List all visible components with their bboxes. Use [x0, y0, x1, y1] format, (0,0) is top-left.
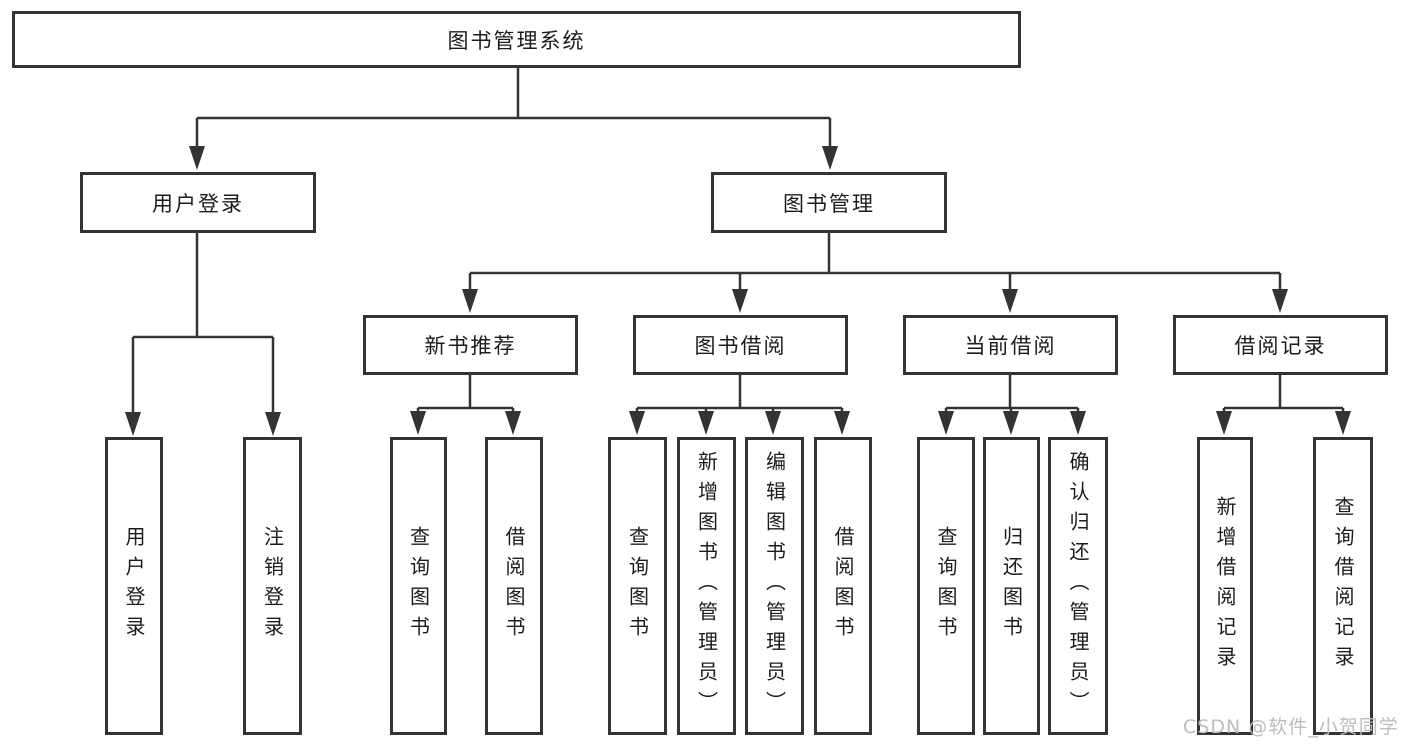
leaf-bb-add-books-admin: 新增图书（管理员） [677, 437, 736, 735]
leaf-br-query-borrow-record: 查询借阅记录 [1313, 437, 1373, 735]
node-user-login-label: 用户登录 [152, 191, 244, 216]
leaf-cb-return-books-label: 归还图书 [999, 526, 1024, 646]
node-new-book-recommend-label: 新书推荐 [424, 334, 517, 358]
node-borrow-records-label: 借阅记录 [1234, 334, 1327, 358]
connector-root-to-level2 [189, 68, 838, 170]
connector-book-management-to-level3 [462, 233, 1288, 313]
leaf-bb-edit-books-admin-label: 编辑图书（管理员） [762, 451, 787, 721]
leaf-nb-query-books-label: 查询图书 [406, 526, 431, 646]
leaf-cb-return-books: 归还图书 [983, 437, 1040, 735]
node-root: 图书管理系统 [12, 11, 1021, 68]
leaf-logout-label: 注销登录 [260, 526, 285, 646]
leaf-bb-query-books-label: 查询图书 [625, 526, 650, 646]
leaf-cb-confirm-return-admin-label: 确认归还（管理员） [1066, 451, 1090, 721]
node-book-management: 图书管理 [711, 172, 947, 233]
connector-borrow-records-to-leaves [1216, 375, 1351, 435]
leaf-br-query-borrow-record-label: 查询借阅记录 [1331, 496, 1355, 676]
leaf-br-add-borrow-record: 新增借阅记录 [1197, 437, 1253, 735]
watermark: CSDN @软件_小贺同学 [1183, 716, 1399, 738]
leaf-nb-borrow-books: 借阅图书 [485, 437, 543, 735]
node-new-book-recommend: 新书推荐 [363, 315, 578, 375]
leaf-bb-borrow-books-label: 借阅图书 [831, 526, 855, 646]
leaf-user-login: 用户登录 [105, 437, 163, 735]
node-current-borrow-label: 当前借阅 [964, 334, 1057, 358]
node-book-borrow-label: 图书借阅 [694, 334, 787, 358]
leaf-bb-add-books-admin-label: 新增图书（管理员） [694, 451, 719, 721]
connector-book-borrow-to-leaves [629, 375, 850, 435]
node-borrow-records: 借阅记录 [1173, 315, 1388, 375]
node-root-label: 图书管理系统 [447, 28, 586, 53]
leaf-cb-query-books: 查询图书 [917, 437, 975, 735]
connector-user-login-to-leaves [125, 233, 281, 436]
node-user-login: 用户登录 [80, 172, 316, 233]
leaf-cb-query-books-label: 查询图书 [934, 526, 958, 646]
leaf-br-add-borrow-record-label: 新增借阅记录 [1213, 496, 1237, 676]
leaf-nb-query-books: 查询图书 [390, 437, 447, 735]
connector-current-borrow-to-leaves [938, 375, 1086, 435]
leaf-bb-query-books: 查询图书 [608, 437, 667, 735]
leaf-bb-edit-books-admin: 编辑图书（管理员） [745, 437, 804, 735]
node-current-borrow: 当前借阅 [903, 315, 1118, 375]
connector-new-book-recommend-to-leaves [410, 375, 521, 435]
node-book-management-label: 图书管理 [783, 191, 875, 216]
leaf-cb-confirm-return-admin: 确认归还（管理员） [1048, 437, 1108, 735]
leaf-user-login-label: 用户登录 [122, 526, 146, 646]
leaf-bb-borrow-books: 借阅图书 [814, 437, 872, 735]
leaf-nb-borrow-books-label: 借阅图书 [502, 526, 526, 646]
leaf-logout: 注销登录 [243, 437, 302, 735]
node-book-borrow: 图书借阅 [633, 315, 848, 375]
